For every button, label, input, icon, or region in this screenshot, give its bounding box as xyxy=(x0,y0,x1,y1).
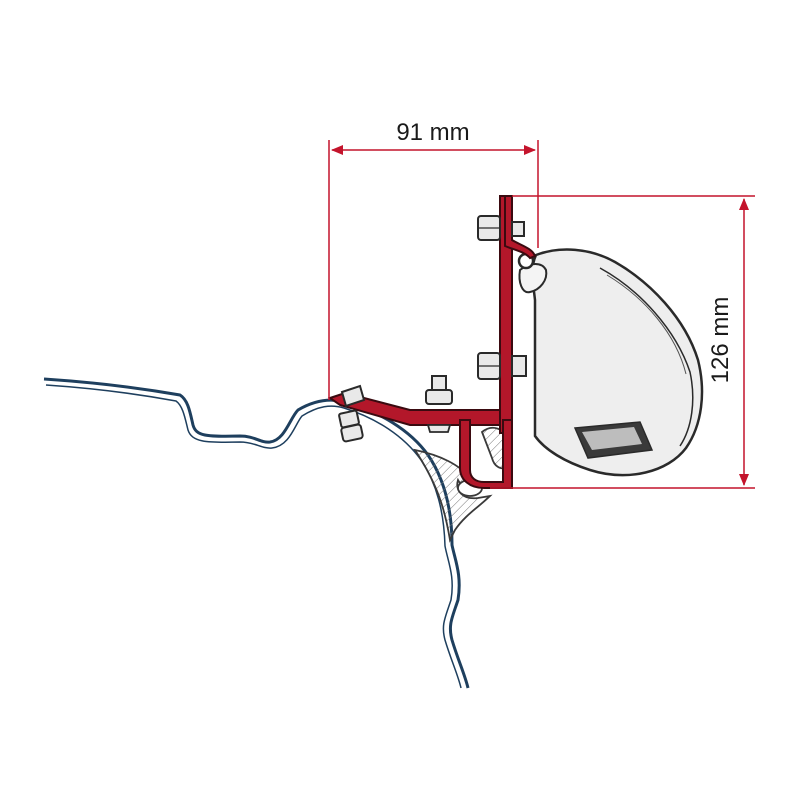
width-label: 91 mm xyxy=(396,119,469,146)
width-dimension: 91 mm xyxy=(328,119,539,400)
awning-cassette xyxy=(517,248,704,477)
flange-bolt xyxy=(338,384,366,443)
height-dimension: 126 mm xyxy=(490,195,755,489)
fasteners xyxy=(338,215,527,443)
upper-bolt xyxy=(477,215,525,241)
middle-bolt xyxy=(477,352,527,380)
arm-bolt xyxy=(425,375,453,433)
adapter-bracket xyxy=(327,195,537,489)
vehicle-roof-profile xyxy=(43,377,470,689)
height-label: 126 mm xyxy=(707,297,734,384)
